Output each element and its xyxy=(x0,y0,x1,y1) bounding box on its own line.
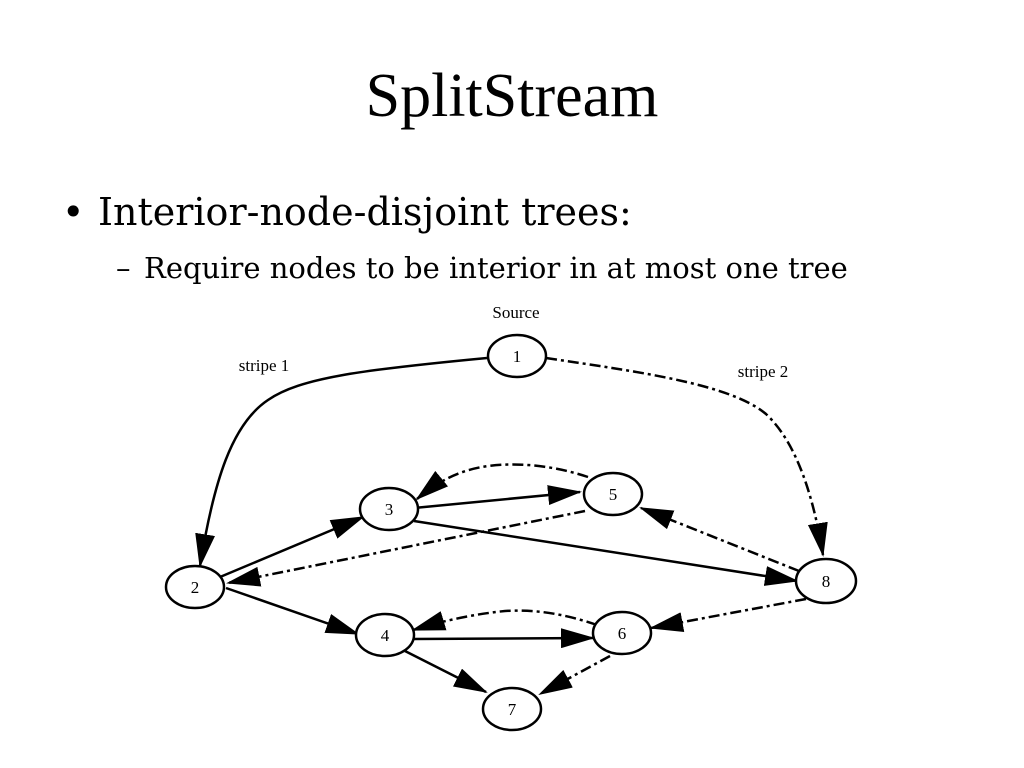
edge-1-to-8 xyxy=(545,356,828,557)
stripe-2-label: stripe 2 xyxy=(738,362,789,381)
node-5: 5 xyxy=(582,471,644,517)
node-6-label: 6 xyxy=(618,624,627,643)
node-1-label: 1 xyxy=(513,347,522,366)
bullet-text: Interior-node-disjoint trees: xyxy=(98,190,632,234)
stripe-1-edges xyxy=(195,356,799,694)
edge-5-to-2 xyxy=(226,509,586,587)
edge-2-to-4 xyxy=(225,586,360,636)
edge-5-to-3 xyxy=(415,463,589,501)
node-4: 4 xyxy=(354,612,416,658)
node-7: 7 xyxy=(481,686,543,732)
edge-3-to-8 xyxy=(413,519,799,586)
node-5-label: 5 xyxy=(609,485,618,504)
node-1: 1 xyxy=(486,333,548,379)
edge-1-to-2 xyxy=(195,356,488,568)
node-8-label: 8 xyxy=(822,572,831,591)
edge-4-to-6 xyxy=(411,628,595,649)
node-6: 6 xyxy=(591,610,653,656)
slide-title: SplitStream xyxy=(365,62,659,130)
bullet-item: • Interior-node-disjoint trees: xyxy=(62,186,632,238)
sub-bullet-text: Require nodes to be interior in at most … xyxy=(144,251,848,285)
edge-8-to-5 xyxy=(639,506,800,573)
edge-2-to-3 xyxy=(219,515,365,579)
edge-6-to-4 xyxy=(411,609,598,632)
node-4-label: 4 xyxy=(381,626,390,645)
node-8: 8 xyxy=(794,557,858,605)
sub-bullet-item: –Require nodes to be interior in at most… xyxy=(116,248,848,288)
node-7-label: 7 xyxy=(508,700,517,719)
bullet-icon: • xyxy=(62,190,85,234)
stripe-2-edges xyxy=(226,356,828,696)
stripe-1-label: stripe 1 xyxy=(239,356,290,375)
dash-icon: – xyxy=(116,251,131,285)
node-2-label: 2 xyxy=(191,578,200,597)
edge-6-to-7 xyxy=(538,654,611,696)
edge-8-to-6 xyxy=(649,597,807,632)
node-3: 3 xyxy=(358,486,420,532)
source-label: Source xyxy=(492,303,539,322)
edge-4-to-7 xyxy=(402,648,488,694)
node-3-label: 3 xyxy=(385,500,394,519)
edge-3-to-5 xyxy=(413,485,582,510)
node-2: 2 xyxy=(164,564,226,610)
